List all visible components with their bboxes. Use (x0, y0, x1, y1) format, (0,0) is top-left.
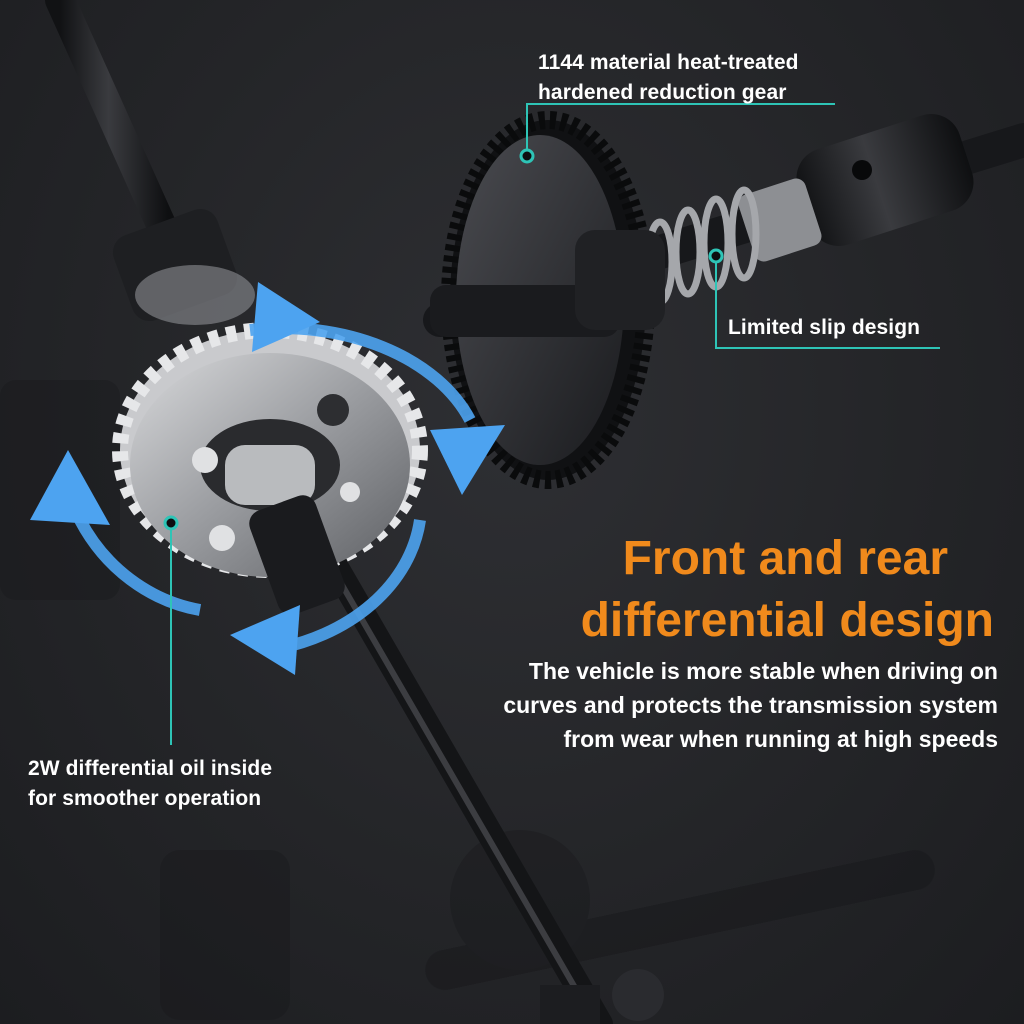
description-line1: The vehicle is more stable when driving … (528, 658, 998, 684)
callout-differential-oil: 2W differential oil inside for smoother … (28, 754, 272, 814)
feature-description: The vehicle is more stable when driving … (378, 654, 998, 756)
upper-drive-shaft (45, 0, 255, 325)
description-line3: from wear when running at high speeds (563, 726, 999, 752)
callout-dot-icon (163, 148, 724, 531)
callout-reduction-line2: hardened reduction gear (538, 81, 787, 104)
headline-line2: differential design (580, 594, 994, 647)
feature-headline: Front and rear differential design (434, 528, 994, 652)
description-line2: curves and protects the transmission sys… (503, 692, 998, 718)
rotation-arrowheads (30, 282, 505, 675)
callout-oil-line2: for smoother operation (28, 787, 262, 810)
callout-reduction-gear: 1144 material heat-treated hardened redu… (538, 48, 799, 108)
callout-oil-line1: 2W differential oil inside (28, 757, 273, 780)
hex-bolt-icon (317, 394, 349, 426)
reduction-gear (430, 111, 665, 489)
differential-ring-gear (112, 322, 428, 615)
headline-line1: Front and rear (622, 532, 948, 585)
callout-leaders (170, 103, 940, 745)
lower-drive-shaft (307, 527, 664, 1024)
callout-limited-slip: Limited slip design (728, 316, 921, 339)
callout-reduction-line1: 1144 material heat-treated (538, 51, 799, 74)
